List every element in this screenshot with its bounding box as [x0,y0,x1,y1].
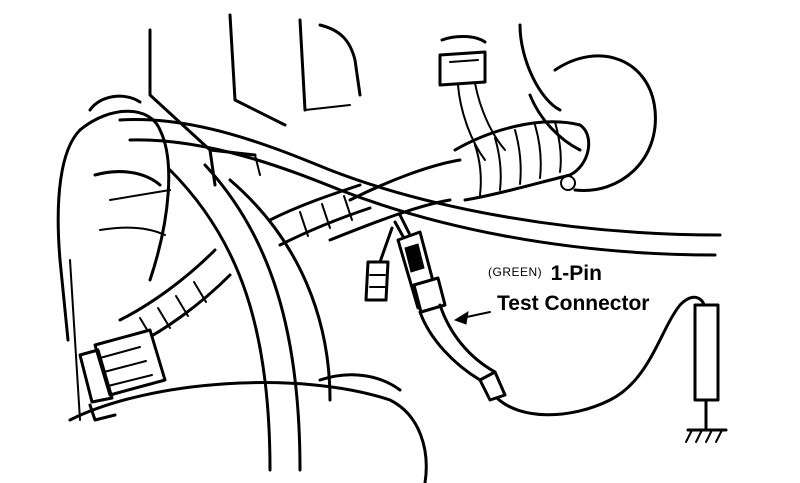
ground-symbol-icon [685,428,728,443]
test-connector-callout: (GREEN) 1-Pin Test Connector [488,263,649,314]
long-hoses [118,118,722,472]
connector-color-tag: (GREEN) [488,265,543,279]
round-diaphragm [518,23,657,192]
test-connector [393,213,507,402]
pin-count-label: 1-Pin [550,262,602,285]
multi-pin-connector [78,328,167,422]
jumper-wire [495,295,720,430]
top-connector [438,35,506,161]
leader-arrow-icon [453,310,491,325]
spade-connector [364,226,394,302]
lower-body [68,259,428,483]
callout-first-line: (GREEN) 1-Pin [488,263,649,289]
lower-harness [118,183,372,347]
connector-name-label: Test Connector [497,292,650,315]
left-canister [56,94,171,342]
corrugated-hose [453,120,591,202]
